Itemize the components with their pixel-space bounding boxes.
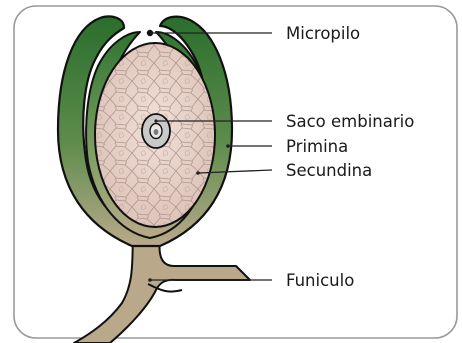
- label-saco-embrionario: Saco embinario: [286, 112, 414, 131]
- label-micropilo: Micropilo: [286, 24, 360, 43]
- label-primina: Primina: [286, 137, 348, 156]
- label-secundina: Secundina: [286, 161, 372, 180]
- label-funiculo: Funiculo: [286, 271, 354, 290]
